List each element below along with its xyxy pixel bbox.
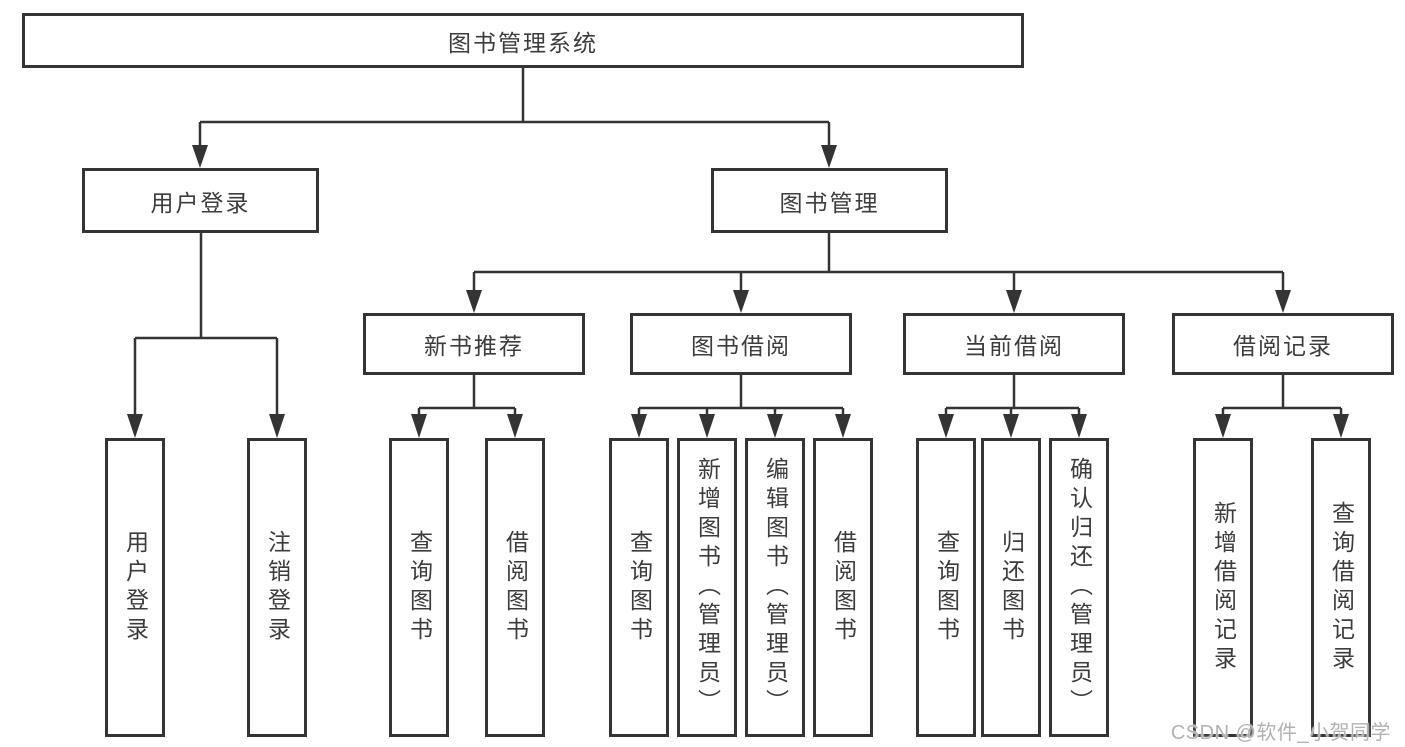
node-label: 当前借阅	[964, 333, 1064, 359]
leaf-confirm-return-admin: 确认归还（管理员）	[1049, 438, 1109, 737]
leaf-label: 归还图书	[998, 529, 1025, 646]
leaf-label: 查询借阅记录	[1328, 500, 1355, 675]
node-user-login: 用户登录	[82, 168, 319, 233]
leaf-query-borrow-record: 查询借阅记录	[1311, 438, 1371, 737]
node-label: 借阅记录	[1233, 333, 1333, 359]
leaf-label: 确认归还（管理员）	[1066, 457, 1093, 718]
node-label: 图书管理	[779, 189, 880, 216]
leaf-borrow-books: 借阅图书	[813, 438, 873, 737]
leaf-add-borrow-record: 新增借阅记录	[1193, 438, 1253, 737]
leaf-query-books-current: 查询图书	[916, 438, 976, 737]
node-root-label: 图书管理系统	[448, 29, 598, 56]
leaf-return-book: 归还图书	[981, 438, 1041, 737]
leaf-edit-book-admin: 编辑图书（管理员）	[745, 438, 805, 737]
leaf-logout: 注销登录	[247, 438, 307, 737]
leaf-label: 查询图书	[406, 529, 433, 646]
node-library-management-system: 图书管理系统	[22, 13, 1024, 68]
leaf-label: 注销登录	[264, 529, 291, 646]
node-current-borrow: 当前借阅	[903, 313, 1125, 375]
node-book-management: 图书管理	[711, 168, 948, 233]
node-label: 用户登录	[150, 189, 251, 216]
leaf-user-login: 用户登录	[105, 438, 165, 737]
leaf-label: 新增借阅记录	[1210, 500, 1237, 675]
node-borrow-records: 借阅记录	[1172, 313, 1394, 375]
node-new-book-recommend: 新书推荐	[363, 313, 585, 375]
leaf-label: 查询图书	[626, 529, 653, 646]
node-book-borrow: 图书借阅	[630, 313, 852, 375]
leaf-add-book-admin: 新增图书（管理员）	[677, 438, 737, 737]
leaf-label: 用户登录	[122, 529, 149, 646]
csdn-watermark: CSDN @软件_小贺同学	[1170, 722, 1391, 744]
leaf-borrow-books-recommend: 借阅图书	[485, 438, 545, 737]
node-label: 图书借阅	[691, 333, 791, 359]
leaf-query-books-borrow: 查询图书	[609, 438, 669, 737]
leaf-query-books-recommend: 查询图书	[389, 438, 449, 737]
leaf-label: 编辑图书（管理员）	[762, 457, 789, 718]
node-label: 新书推荐	[424, 333, 524, 359]
leaf-label: 借阅图书	[502, 529, 529, 646]
leaf-label: 新增图书（管理员）	[694, 457, 721, 718]
leaf-label: 借阅图书	[830, 529, 857, 646]
leaf-label: 查询图书	[933, 529, 960, 646]
